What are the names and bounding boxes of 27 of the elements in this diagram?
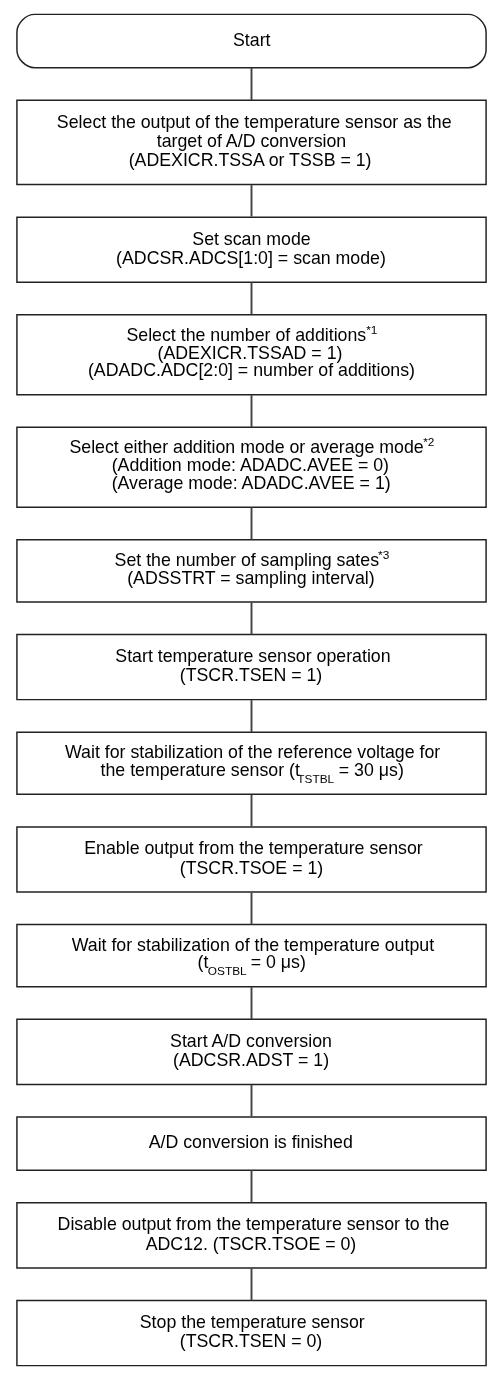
node-box: A/D conversion is finished [16,1116,487,1171]
connector [250,394,253,428]
connector [250,1267,253,1302]
connector [250,281,253,316]
node-box: Enable output from the temperature sensor (TSCR.TSOE = 1) [16,826,487,893]
node-box: Stop the temperature sensor (TSCR.TSEN = 0) [16,1299,487,1367]
node-box: Start A/D conversion (ADCSR.ADST = 1) [16,1018,487,1086]
connector [250,506,253,541]
node-box: Wait for stabilization of the temperature output (t$_{OSTBL}$ = 0 μs) [16,923,487,988]
node-box: Select the number of additions$^{*1}$ (ADEXICR.TSSAD = 1) (ADADC.ADC[2:0] = number of additions) [16,314,487,396]
node-box: Select the output of the temperature sensor as the target of A/D conversion (ADEXICR.TSSA or TSSB = 1) [16,99,487,186]
node-box: Set scan mode (ADCSR.ADCS[1:0] = scan mode) [16,216,487,283]
connector [250,891,253,926]
connector [250,184,253,218]
connector [250,1083,253,1118]
connector [250,699,253,734]
node-box: Start temperature sensor operation (TSCR.TSEN = 1) [16,633,487,701]
node-box: Select either addition mode or average mode$^{*2}$ (Addition mode: ADADC.AVEE = 0) (Average mode: ADADC.AVEE = 1) [16,426,487,508]
node-box: Wait for stabilization of the reference voltage for the temperature sensor (t$_{TSTBL}$ = 30 μs) [16,731,487,796]
node-box: Set the number of sampling sates$^{*3}$ (ADSSTRT = sampling interval) [16,539,487,603]
connector [250,66,253,101]
connector [250,986,253,1021]
node-box: Disable output from the temperature sensor to the ADC12. (TSCR.TSOE = 0) [16,1202,487,1269]
connector [250,1169,253,1204]
connector [250,601,253,636]
node-box: Start [16,13,487,69]
connector [250,793,253,828]
